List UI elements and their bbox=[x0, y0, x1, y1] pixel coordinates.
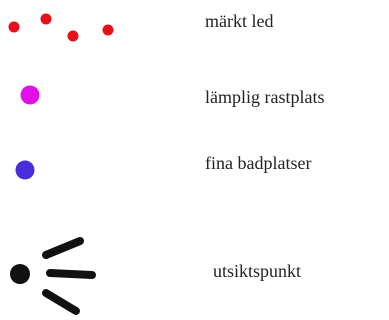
legend-label-rest: lämplig rastplats bbox=[205, 87, 325, 107]
legend-label-viewpoint: utsiktspunkt bbox=[213, 261, 302, 281]
trail-dot bbox=[40, 13, 52, 25]
legend-label-trail: märkt led bbox=[205, 11, 274, 31]
trail-dot bbox=[8, 21, 20, 33]
trail-dot bbox=[67, 30, 79, 42]
trail-dot bbox=[102, 24, 114, 36]
legend-label-beach: fina badplatser bbox=[205, 153, 312, 173]
